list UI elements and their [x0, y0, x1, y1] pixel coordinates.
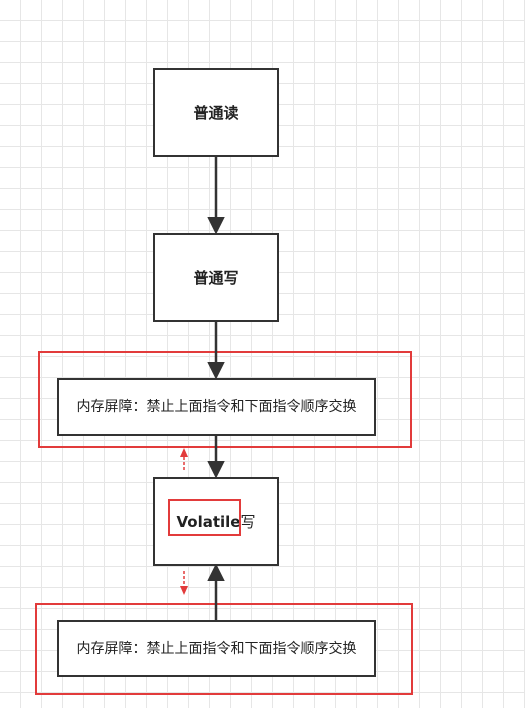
volatile-keyword-highlight	[168, 499, 241, 536]
normal-read-label: 普通读	[193, 104, 239, 122]
normal-read-box: 普通读	[153, 68, 279, 157]
barrier-bottom-label: 内存屏障：禁止上面指令和下面指令顺序交换	[76, 640, 357, 657]
volatile-write-suffix: 写	[240, 513, 256, 531]
barrier-top-highlight-frame	[38, 351, 412, 448]
volatile-write-box: Volatile写	[153, 477, 279, 566]
volatile-write-label: Volatile写	[177, 511, 256, 532]
barrier-bottom-box: 内存屏障：禁止上面指令和下面指令顺序交换	[57, 620, 376, 677]
volatile-keyword: Volatile	[176, 513, 241, 531]
barrier-top-box: 内存屏障：禁止上面指令和下面指令顺序交换	[57, 378, 376, 436]
red-down-arrow	[180, 571, 188, 595]
red-up-arrow	[180, 448, 188, 470]
barrier-top-label: 内存屏障：禁止上面指令和下面指令顺序交换	[76, 399, 357, 415]
barrier-bottom-highlight-frame	[35, 603, 413, 695]
normal-write-box: 普通写	[153, 233, 279, 322]
normal-write-label: 普通写	[193, 269, 239, 287]
